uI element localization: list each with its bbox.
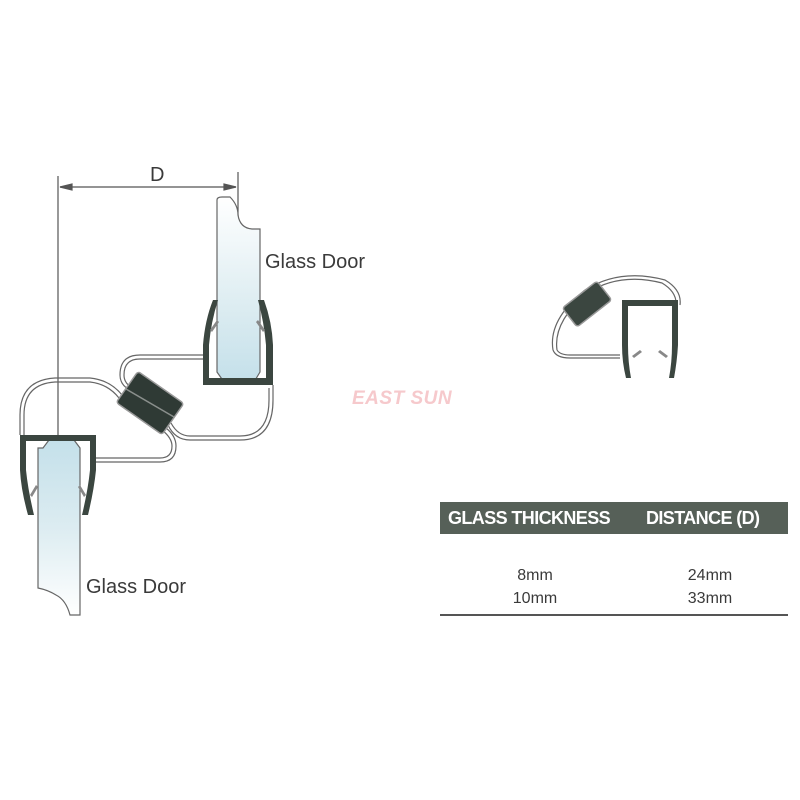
table-bottom-rule bbox=[440, 614, 788, 616]
cell-glass-thickness: 10mm bbox=[512, 589, 558, 607]
top-seal-profile bbox=[203, 300, 273, 385]
bottom-glass-door bbox=[37, 439, 81, 616]
magnet-strip bbox=[116, 371, 184, 435]
table-row: 10mm 33mm bbox=[440, 587, 788, 610]
top-glass-door bbox=[216, 196, 261, 383]
header-glass-thickness: GLASS THICKNESS bbox=[448, 507, 611, 528]
table-row: 8mm 24mm bbox=[440, 564, 788, 587]
spec-table-body: 8mm 24mm 10mm 33mm bbox=[440, 534, 788, 610]
dimension-d-label: D bbox=[150, 164, 165, 186]
dimension-d bbox=[57, 172, 239, 440]
header-distance: DISTANCE (D) bbox=[646, 507, 760, 528]
bottom-glass-door-label: Glass Door bbox=[86, 576, 187, 598]
top-glass-door-label: Glass Door bbox=[265, 251, 366, 273]
cell-distance: 33mm bbox=[687, 589, 733, 607]
watermark: EAST SUN bbox=[352, 388, 453, 409]
cell-glass-thickness: 8mm bbox=[517, 566, 553, 584]
spec-table-header: GLASS THICKNESS DISTANCE (D) bbox=[440, 502, 788, 534]
seal-flaps bbox=[19, 354, 274, 463]
spec-table: GLASS THICKNESS DISTANCE (D) 8mm 24mm 10… bbox=[440, 502, 788, 616]
cell-distance: 24mm bbox=[687, 566, 733, 584]
small-seal-profile bbox=[551, 275, 681, 378]
bottom-seal-profile bbox=[20, 435, 96, 515]
